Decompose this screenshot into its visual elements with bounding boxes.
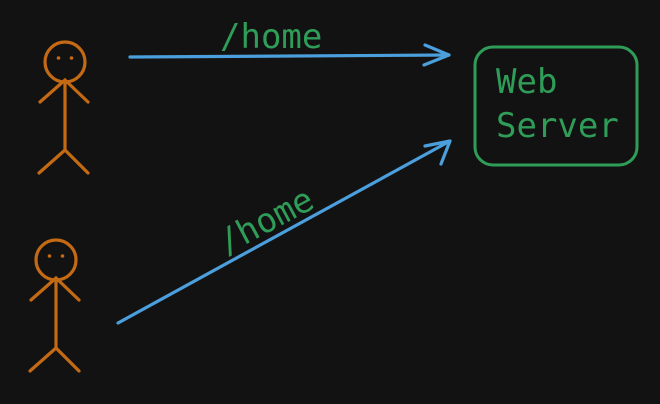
edge-label: /home bbox=[220, 17, 322, 57]
request-arrow bbox=[116, 139, 452, 325]
web-server-label-line-1: Web bbox=[496, 62, 557, 102]
edge-label: /home bbox=[211, 180, 320, 263]
web-server-label-line-2: Server bbox=[496, 106, 619, 146]
request-arrow bbox=[128, 43, 451, 67]
user-icon bbox=[28, 238, 81, 373]
user-icon bbox=[37, 40, 90, 175]
web-server-box: Web Server bbox=[473, 45, 639, 167]
